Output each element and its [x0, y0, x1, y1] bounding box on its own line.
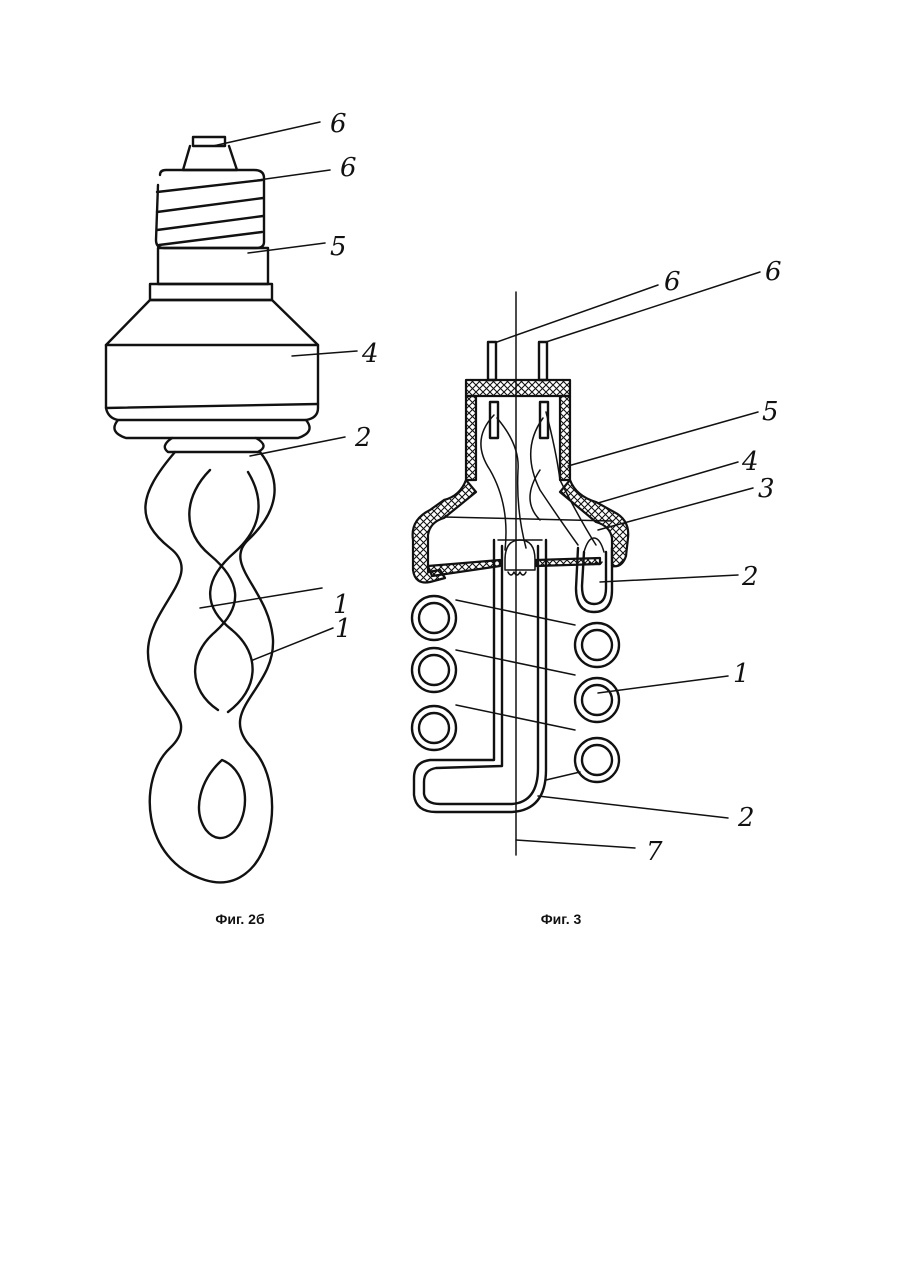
leader-line — [598, 676, 728, 693]
leader-line — [244, 170, 330, 182]
electrode-tube-end — [576, 538, 612, 612]
lead-wire — [481, 415, 506, 550]
contact-pin — [539, 342, 547, 380]
base-flange — [150, 284, 272, 300]
tube-neck — [165, 438, 264, 452]
pin-terminal — [490, 402, 498, 438]
leader-line — [546, 272, 760, 342]
part-label: 6 — [664, 267, 681, 297]
leader-line — [213, 122, 320, 146]
part-label: 5 — [330, 232, 347, 262]
part-label: 4 — [741, 447, 759, 477]
part-label: 6 — [330, 109, 347, 139]
lead-wire — [530, 470, 540, 520]
base-housing-section — [413, 380, 629, 583]
part-label: 4 — [361, 339, 379, 369]
figure-2b: 6 6 5 4 2 1 1 Фиг. 2б — [106, 109, 379, 927]
base-collar — [158, 248, 268, 284]
leader-line — [538, 796, 728, 818]
leader-line — [598, 488, 753, 530]
figure-3: 6 6 5 4 3 2 1 2 7 Фиг. 3 — [412, 257, 782, 927]
base-partition — [444, 517, 612, 521]
part-label: 2 — [737, 803, 755, 833]
figure-caption: Фиг. 2б — [215, 911, 265, 927]
leader-line — [516, 840, 635, 848]
part-label: 6 — [765, 257, 782, 287]
leader-line — [600, 575, 738, 582]
figure-caption: Фиг. 3 — [541, 911, 582, 927]
part-label: 5 — [762, 397, 779, 427]
part-label: 6 — [340, 153, 357, 183]
spiral-tube — [145, 452, 274, 882]
leader-line — [253, 628, 333, 660]
lead-wire — [497, 418, 526, 548]
leader-line — [292, 351, 357, 356]
ballast-housing — [106, 300, 318, 438]
part-label: 7 — [646, 837, 663, 867]
contact-pin — [488, 342, 496, 380]
leader-line — [568, 412, 758, 466]
part-label: 1 — [733, 659, 750, 689]
leader-line — [200, 588, 322, 608]
part-label: 3 — [758, 474, 775, 504]
part-label: 2 — [741, 562, 759, 592]
leader-line — [598, 462, 738, 503]
part-label: 1 — [335, 614, 352, 644]
part-label: 2 — [354, 423, 372, 453]
